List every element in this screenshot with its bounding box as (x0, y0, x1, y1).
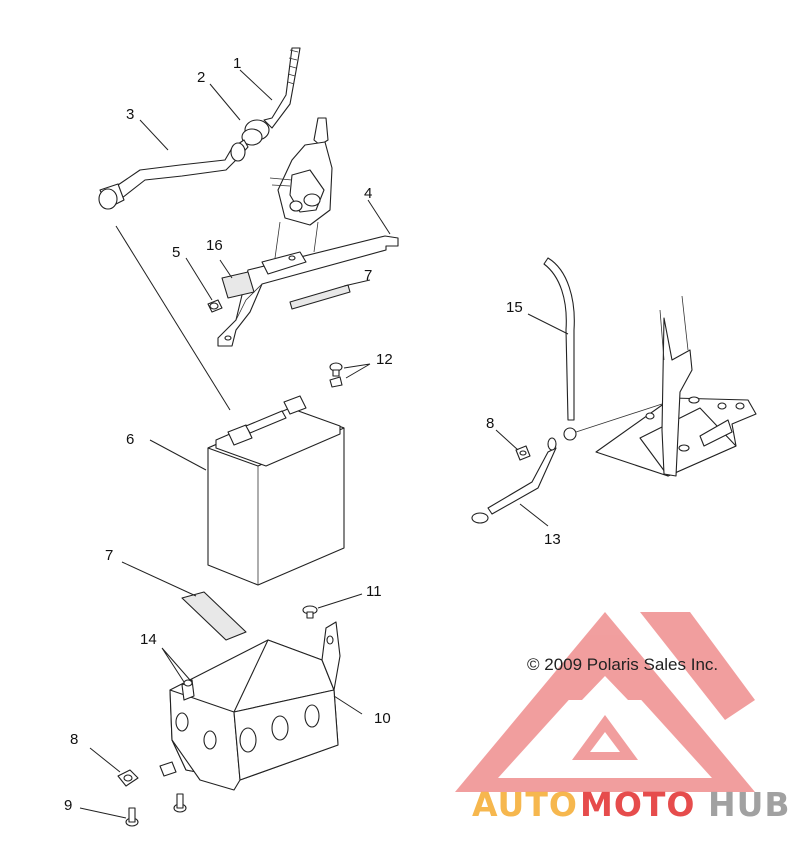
battery-box-part-10 (169, 621, 341, 791)
callout-5: 5 (172, 244, 180, 261)
callout-9: 9 (64, 797, 72, 814)
decal-part-16 (221, 271, 255, 299)
fasteners-part-12 (329, 362, 343, 388)
callout-8-lower: 8 (70, 731, 78, 748)
callout-13: 13 (544, 531, 561, 548)
watermark-wordmark: AUTO MOTO HUB (472, 785, 791, 824)
solenoid-switch (269, 117, 333, 259)
callout-7-lower: 7 (105, 547, 113, 564)
copyright-notice: © 2009 Polaris Sales Inc. (527, 655, 718, 674)
watermark-moto: MOTO (580, 785, 695, 824)
bolt-part-11 (302, 605, 318, 619)
watermark-hub: HUB (708, 785, 791, 824)
callout-12: 12 (376, 351, 393, 368)
battery-cable-part-15 (543, 257, 663, 441)
bolt-part-9 (125, 793, 187, 827)
nut-part-8-lower (117, 761, 177, 787)
callout-numbers: 1 2 3 4 5 16 7 12 6 7 11 14 10 8 9 15 8 … (64, 55, 561, 814)
callout-6: 6 (126, 431, 134, 448)
callout-4: 4 (364, 185, 372, 202)
callout-10: 10 (374, 710, 391, 727)
nut-part-5 (207, 299, 223, 313)
cable-harness-part-3 (98, 47, 301, 210)
battery-part-6 (207, 395, 345, 586)
callout-3: 3 (126, 106, 134, 123)
nut-part-8-upper (515, 445, 531, 461)
callout-2: 2 (197, 69, 205, 86)
frame-assembly (595, 295, 757, 477)
ground-cable-part-13 (471, 437, 557, 524)
leader-lines (79, 69, 569, 819)
callout-11: 11 (366, 583, 382, 600)
callout-14: 14 (140, 631, 157, 648)
callout-1: 1 (233, 55, 241, 72)
pad-part-7-lower (181, 591, 247, 641)
callout-8-upper: 8 (486, 415, 494, 432)
watermark-auto: AUTO (472, 785, 578, 824)
callout-15: 15 (506, 299, 523, 316)
callout-7-upper: 7 (364, 267, 372, 284)
pad-part-7-upper (289, 284, 351, 310)
callout-16: 16 (206, 237, 223, 254)
watermark-logo (455, 612, 755, 792)
